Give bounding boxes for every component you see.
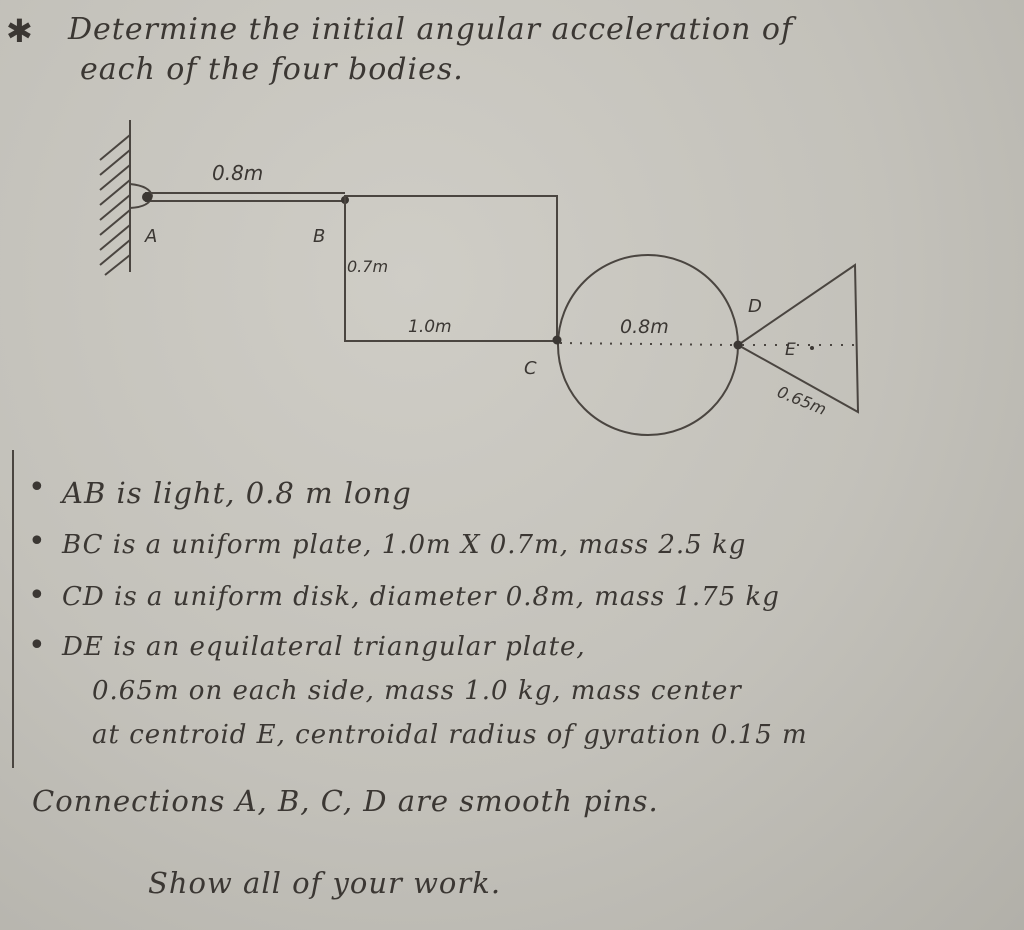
problem-title-line1: Determine the initial angular accelerati… xyxy=(68,12,794,47)
label-d: D xyxy=(748,296,762,317)
pin-d xyxy=(733,340,743,350)
bullet-icon: • xyxy=(28,470,46,505)
notes-margin-line xyxy=(12,450,14,768)
label-plate-width: 1.0m xyxy=(408,317,452,337)
note-ab: AB is light, 0.8 m long xyxy=(62,476,412,510)
bullet-icon: • xyxy=(28,524,46,559)
plate-bc xyxy=(344,195,558,342)
asterisk-icon: ✱ xyxy=(6,12,33,50)
label-plate-height: 0.7m xyxy=(347,257,388,276)
pin-a-bracket xyxy=(129,183,154,209)
triangle-plate-de xyxy=(736,263,860,414)
label-ab-length: 0.8m xyxy=(212,161,263,185)
pin-a xyxy=(142,192,152,202)
pin-c xyxy=(552,335,562,345)
problem-title-line2: each of the four bodies. xyxy=(80,52,464,87)
connections-note: Connections A, B, C, D are smooth pins. xyxy=(32,784,659,818)
note-cd: CD is a uniform disk, diameter 0.8m, mas… xyxy=(62,582,780,612)
bullet-icon: • xyxy=(28,578,46,613)
label-b: B xyxy=(313,226,325,247)
instruction-show-work: Show all of your work. xyxy=(148,866,502,900)
note-de-line1: DE is an equilateral triangular plate, xyxy=(62,632,586,662)
note-de-line2: 0.65m on each side, mass 1.0 kg, mass ce… xyxy=(92,676,742,706)
label-e: E xyxy=(785,340,796,360)
centroid-e-dot xyxy=(810,346,814,350)
wall-support xyxy=(99,120,131,276)
note-bc: BC is a uniform plate, 1.0m X 0.7m, mass… xyxy=(62,530,747,560)
bullet-icon: • xyxy=(28,628,46,663)
label-triangle-side: 0.65m xyxy=(775,382,830,419)
bar-ab xyxy=(145,192,345,202)
label-c: C xyxy=(524,358,537,379)
note-de-line3: at centroid E, centroidal radius of gyra… xyxy=(92,720,808,750)
label-a: A xyxy=(144,226,157,247)
disk-diameter-dotted xyxy=(559,342,736,346)
label-disk-diameter: 0.8m xyxy=(620,316,669,338)
